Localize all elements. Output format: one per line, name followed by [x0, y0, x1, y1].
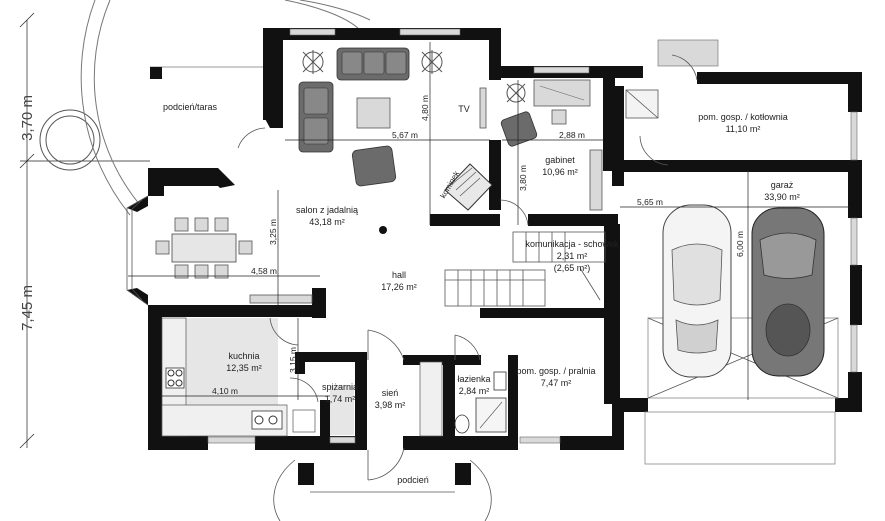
sofa-top — [336, 47, 410, 81]
dim-office-width: 2,88 m — [559, 130, 585, 140]
office-desk — [500, 79, 603, 211]
dimension-lines — [128, 42, 850, 400]
garden-arcs — [39, 0, 371, 216]
garage-door-zone — [647, 317, 839, 399]
label-communication-name: komunikacja - schowek — [525, 239, 619, 249]
label-living-name: salon z jadalnią — [296, 205, 358, 215]
dim-office-height: 3,80 m — [518, 165, 528, 191]
kitchen-counter — [161, 317, 316, 437]
dim-dining-height: 3,25 m — [268, 219, 278, 245]
label-garage-name: garaż — [771, 180, 794, 190]
dim-living-width: 5,67 m — [392, 130, 418, 140]
label-tv: TV — [458, 104, 470, 114]
dim-garage-width: 5,65 m — [637, 197, 663, 207]
label-office-area: 10,96 m² — [542, 167, 578, 177]
overall-dimension-line — [19, 12, 150, 449]
plant-icon — [302, 50, 526, 103]
windows — [207, 28, 858, 444]
label-pantry-name: spiżarnia — [322, 382, 358, 392]
porch-steps — [273, 459, 492, 521]
label-communication-area-alt: (2,65 m²) — [554, 263, 591, 273]
label-office-name: gabinet — [545, 155, 575, 165]
fireplace — [444, 163, 493, 211]
label-bathroom-area: 2,84 m² — [459, 386, 490, 396]
dim-kitchen-width: 4,10 m — [212, 386, 238, 396]
label-communication-area: 2,31 m² — [557, 251, 588, 261]
pantry-shelves — [330, 385, 354, 435]
driveway — [644, 411, 836, 465]
label-vestibule-name: sień — [382, 388, 399, 398]
label-pantry-area: 1,74 m² — [325, 394, 356, 404]
dim-dining-width: 4,58 m — [251, 266, 277, 276]
armchair — [351, 145, 397, 187]
car-right — [751, 207, 825, 377]
sideboard — [249, 294, 313, 304]
label-laundry-area: 7,47 m² — [541, 378, 572, 388]
bay-window — [126, 195, 149, 306]
tv-unit — [479, 87, 487, 129]
label-laundry-name: pom. gosp. / pralnia — [516, 366, 595, 376]
walls — [127, 28, 862, 485]
label-living-area: 43,18 m² — [309, 217, 345, 227]
label-terrace: podcień/taras — [163, 102, 218, 112]
label-kitchen-name: kuchnia — [228, 351, 259, 361]
dim-garage-height: 6,00 m — [735, 231, 745, 257]
label-bathroom-name: łazienka — [457, 374, 490, 384]
label-kitchen-area: 12,35 m² — [226, 363, 262, 373]
label-vestibule-area: 3,98 m² — [375, 400, 406, 410]
label-hall-name: hall — [392, 270, 406, 280]
overall-dim-bottom: 7,45 m — [19, 285, 36, 331]
terrace-column — [150, 67, 162, 79]
bathroom-fixtures — [454, 371, 507, 434]
label-boiler-name: pom. gosp. / kotłownia — [698, 112, 788, 122]
column-dot — [379, 226, 387, 234]
vestibule-closet — [419, 361, 443, 437]
sofa-left — [298, 81, 334, 153]
label-garage-area: 33,90 m² — [764, 192, 800, 202]
label-porch: podcień — [397, 475, 429, 485]
overall-dim-top: 3,70 m — [19, 95, 36, 141]
dim-living-height: 4,80 m — [420, 95, 430, 121]
label-hall-area: 17,26 m² — [381, 282, 417, 292]
car-left — [662, 204, 732, 378]
coffee-table — [356, 97, 391, 129]
dining-table — [155, 217, 253, 279]
label-boiler-area: 11,10 m² — [726, 124, 761, 134]
vestibule-doors — [237, 54, 698, 481]
stairs — [444, 231, 606, 307]
dim-kitchen-height: 3,15 m — [288, 347, 298, 373]
